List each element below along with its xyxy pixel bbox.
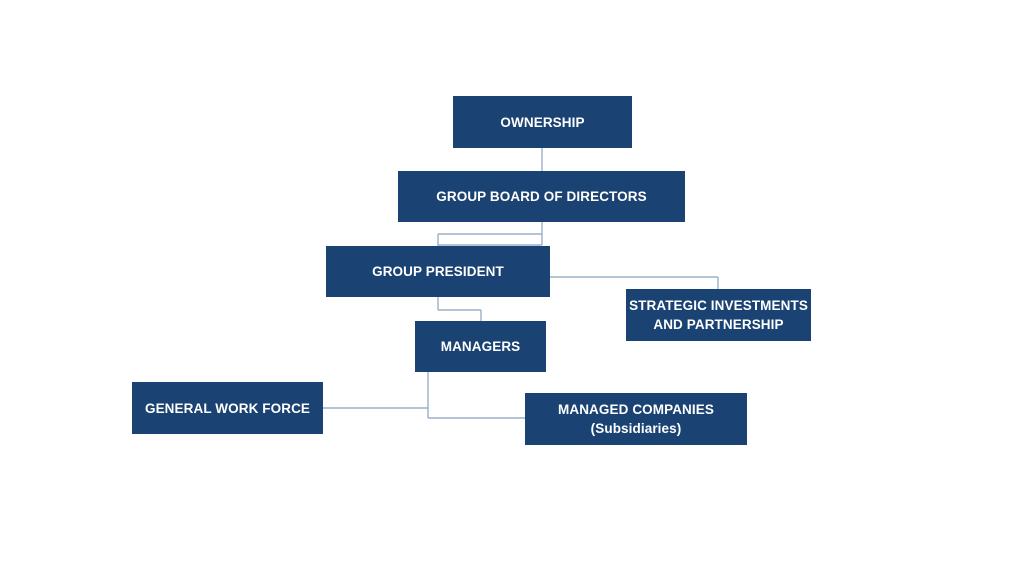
ownership-label: OWNERSHIP — [500, 114, 585, 130]
group-board-of-directors-box: GROUP BOARD OF DIRECTORS — [398, 171, 685, 222]
general-work-force-label: GENERAL WORK FORCE — [144, 400, 311, 416]
managed-companies-label-line2: (Subsidiaries) — [590, 421, 682, 436]
managed-companies-label-line1: MANAGED COMPANIES — [558, 402, 714, 417]
managers-box: MANAGERS — [415, 321, 546, 372]
general-work-force-box: GENERAL WORK FORCE — [132, 382, 323, 434]
managed-companies-box: MANAGED COMPANIES (Subsidiaries) — [525, 393, 747, 445]
group-board-of-directors-label: GROUP BOARD OF DIRECTORS — [436, 189, 647, 204]
group-president-box: GROUP PRESIDENT — [326, 246, 550, 297]
managers-label: MANAGERS — [440, 339, 521, 354]
strategic-investments-label-line1: STRATEGIC INVESTMENTS — [629, 298, 808, 313]
strategic-investments-label-line2: AND PARTNERSHIP — [653, 317, 784, 332]
ownership-box: OWNERSHIP — [453, 96, 632, 148]
strategic-investments-box: STRATEGIC INVESTMENTS AND PARTNERSHIP — [626, 289, 811, 341]
group-president-label: GROUP PRESIDENT — [372, 264, 504, 279]
